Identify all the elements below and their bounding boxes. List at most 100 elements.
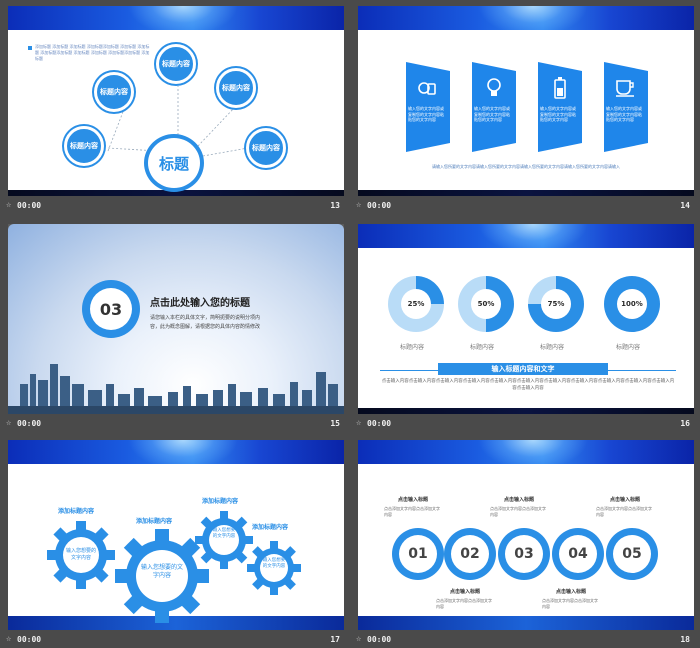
- step-number: 05: [613, 535, 651, 573]
- step-circle[interactable]: 02: [444, 528, 496, 580]
- step-circle[interactable]: 05: [606, 528, 658, 580]
- ring-label: 标题内容: [540, 344, 565, 351]
- step-title: 点击输入标题: [398, 497, 429, 503]
- ring-label: 标题内容: [400, 344, 425, 351]
- slide-number: 15: [330, 419, 340, 428]
- slide-preview: 输入您的文字内容或复制您的文字内容粘贴您的文字内容 输入您的文字内容或复制您的文…: [358, 6, 694, 196]
- flag-shape: [604, 62, 648, 152]
- slide-time: 00:00: [17, 201, 42, 210]
- section-title[interactable]: 点击此处输入您的标题: [150, 298, 250, 309]
- slide-banner: [358, 224, 694, 248]
- ring-percent: 75%: [541, 289, 571, 319]
- city-skyline: [8, 364, 344, 414]
- flag-shape: [472, 62, 516, 152]
- gear-icon: [195, 511, 253, 569]
- star-icon[interactable]: ☆: [356, 418, 362, 428]
- slide-bottom-bar: [8, 616, 344, 630]
- slide-bottom-bar: [358, 408, 694, 414]
- flag-shape: [406, 62, 450, 152]
- slide-number: 16: [680, 419, 690, 428]
- progress-ring: 75%: [528, 276, 584, 332]
- star-icon[interactable]: ☆: [6, 200, 12, 210]
- gear-label: 添加标题内容: [202, 498, 239, 505]
- thumbnail-18[interactable]: 点击输入标题 点击输入标题 点击输入标题 点击添加文字内容点击添加文字内容 点击…: [350, 434, 694, 648]
- slide-preview: 添加标题内容 添加标题内容 添加标题内容 添加标题内容 输入您想要的文字内容 输…: [8, 440, 344, 630]
- step-text: 点击添加文字内容点击添加文字内容: [436, 598, 492, 609]
- gear-icon: [247, 541, 301, 595]
- step-text: 点击添加文字内容点击添加文字内容: [542, 598, 598, 609]
- thumbnail-footer: ☆ 00:00 17: [6, 634, 344, 648]
- slide-banner: [8, 440, 344, 464]
- ring-percent: 50%: [471, 289, 501, 319]
- slide-preview: 添加标题 添加标题 添加标题 添加标题添加标题 添加标题 添加标题 添加标题添加…: [8, 6, 344, 196]
- thumbnail-17[interactable]: 添加标题内容 添加标题内容 添加标题内容 添加标题内容 输入您想要的文字内容 输…: [0, 434, 344, 648]
- settings-icon: [418, 82, 436, 95]
- ring-label: 标题内容: [616, 344, 641, 351]
- thumbnail-footer: ☆ 00:00 13: [6, 200, 344, 214]
- step-title: 点击输入标题: [556, 589, 587, 595]
- step-number: 04: [559, 535, 597, 573]
- thumbnail-15[interactable]: 03 点击此处输入您的标题 请您输入本栏的具体文字，简明扼要的说明分项内 容，此…: [0, 218, 344, 434]
- star-icon[interactable]: ☆: [356, 200, 362, 210]
- flag-text: 输入您的文字内容或复制您的文字内容粘贴您的文字内容: [606, 106, 642, 122]
- slide-bottom-bar: [358, 616, 694, 630]
- thumbnail-13[interactable]: 添加标题 添加标题 添加标题 添加标题添加标题 添加标题 添加标题 添加标题添加…: [0, 0, 344, 216]
- bulb-icon: [487, 78, 501, 96]
- star-icon[interactable]: ☆: [6, 634, 12, 644]
- footer-text: 请输入您所要的文字内容请输入您所要的文字内容请输入您所要的文字内容请输入您所要的…: [432, 164, 620, 169]
- slide-banner: [358, 6, 694, 30]
- step-circle[interactable]: 03: [498, 528, 550, 580]
- battery-icon: [554, 77, 566, 99]
- step-circle[interactable]: 04: [552, 528, 604, 580]
- ring-percent: 100%: [617, 289, 647, 319]
- number-badge-ring: 03: [82, 280, 140, 338]
- gear-label: 添加标题内容: [58, 508, 95, 515]
- node-circle[interactable]: 标题内容: [94, 72, 134, 112]
- center-hub[interactable]: 标题: [144, 134, 204, 192]
- thumbnail-14[interactable]: 输入您的文字内容或复制您的文字内容粘贴您的文字内容 输入您的文字内容或复制您的文…: [350, 0, 694, 216]
- step-title: 点击输入标题: [450, 589, 481, 595]
- body-text: 点击输入内容点击输入内容点击输入内容点击输入内容点击输入内容点击输入内容点击输入…: [381, 379, 675, 391]
- node-circle[interactable]: 标题内容: [216, 68, 256, 108]
- slide-number: 13: [330, 201, 340, 210]
- step-number: 03: [505, 535, 543, 573]
- thumbnail-footer: ☆ 00:00 15: [6, 418, 344, 432]
- node-circle[interactable]: 标题内容: [246, 128, 286, 168]
- gear-label: 添加标题内容: [252, 524, 289, 531]
- step-title: 点击输入标题: [610, 497, 641, 503]
- slide-time: 00:00: [367, 201, 392, 210]
- slide-preview: 点击输入标题 点击输入标题 点击输入标题 点击添加文字内容点击添加文字内容 点击…: [358, 440, 694, 630]
- section-line: 容，此为概念图解，请根据您的具体内容酌情修改: [150, 324, 261, 330]
- thumbnail-16[interactable]: 25% 50% 75% 100% 标题内容 标题内容 标题内容 标题内容 输入标…: [350, 218, 694, 434]
- gear-label: 添加标题内容: [136, 518, 173, 525]
- step-text: 点击添加文字内容点击添加文字内容: [384, 506, 440, 517]
- cup-icon: [616, 80, 634, 97]
- bar-title[interactable]: 输入标题内容和文字: [438, 363, 608, 375]
- slide-banner: [358, 440, 694, 464]
- step-text: 点击添加文字内容点击添加文字内容: [596, 506, 652, 517]
- slide-time: 00:00: [17, 635, 42, 644]
- step-number: 01: [399, 535, 437, 573]
- flag-text: 输入您的文字内容或复制您的文字内容粘贴您的文字内容: [408, 106, 444, 122]
- slide-time: 00:00: [17, 419, 42, 428]
- star-icon[interactable]: ☆: [356, 634, 362, 644]
- node-circle[interactable]: 标题内容: [156, 44, 196, 84]
- gear-text: 输入您想要的文字内容: [262, 558, 286, 569]
- step-circle[interactable]: 01: [392, 528, 444, 580]
- step-title: 点击输入标题: [504, 497, 535, 503]
- gear-icon: [115, 529, 209, 623]
- star-icon[interactable]: ☆: [6, 418, 12, 428]
- progress-ring: 50%: [458, 276, 514, 332]
- gear-text: 输入您想要的文字内容: [212, 528, 236, 539]
- section-line: 请您输入本栏的具体文字，简明扼要的说明分项内: [150, 315, 261, 321]
- slide-time: 00:00: [367, 419, 392, 428]
- step-number: 02: [451, 535, 489, 573]
- bullet-square: [28, 46, 32, 50]
- note-text: 添加标题 添加标题 添加标题 添加标题添加标题 添加标题 添加标题 添加标题添加…: [35, 44, 150, 61]
- slide-preview: 25% 50% 75% 100% 标题内容 标题内容 标题内容 标题内容 输入标…: [358, 224, 694, 414]
- gear-icon: [47, 521, 115, 589]
- ring-label: 标题内容: [470, 344, 495, 351]
- node-circle[interactable]: 标题内容: [64, 126, 104, 166]
- slide-time: 00:00: [367, 635, 392, 644]
- slide-number: 18: [680, 635, 690, 644]
